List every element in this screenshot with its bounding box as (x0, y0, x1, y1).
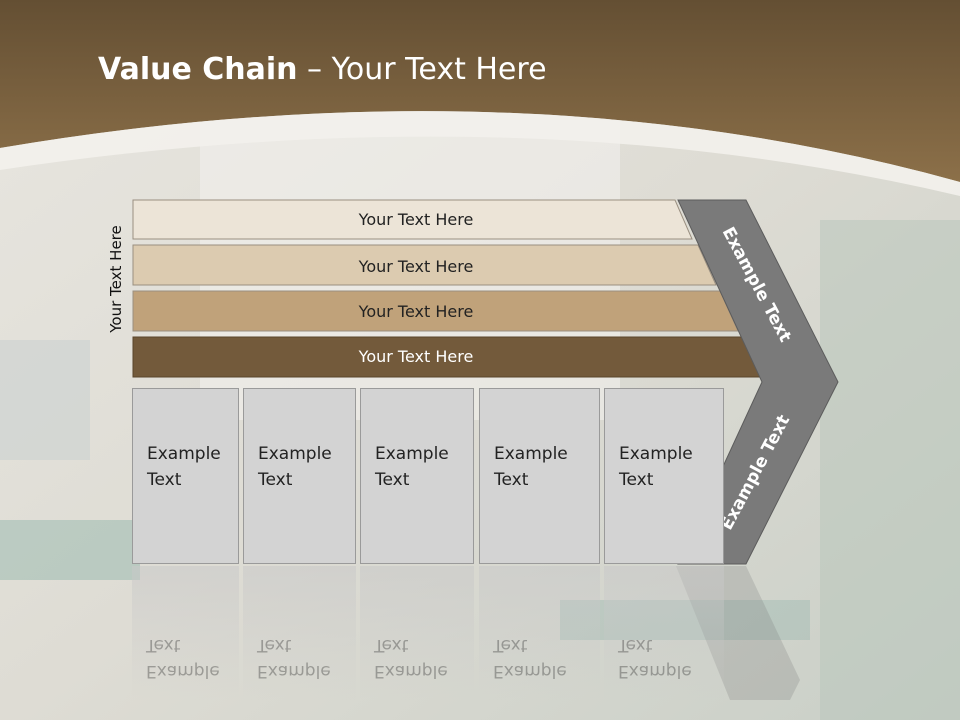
bar-3-label: Your Text Here (358, 302, 474, 321)
bar-2 (132, 244, 717, 286)
chevron-arrow (677, 199, 839, 565)
bar-2-label: Your Text Here (358, 257, 474, 276)
bar-1-label: Your Text Here (358, 210, 474, 229)
slide-title: Value Chain – Your Text Here (98, 52, 547, 87)
bar-4-label: Your Text Here (358, 347, 474, 366)
bar-1 (132, 199, 693, 240)
header-band (0, 0, 960, 182)
